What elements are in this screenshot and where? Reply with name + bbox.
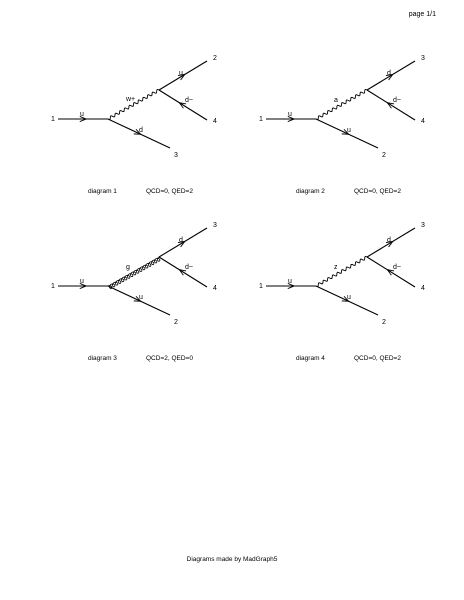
incoming-particle: u [80,278,84,285]
outgoing-line-a [366,60,416,91]
outgoing-arrow-lower [133,128,142,135]
outgoing-number-a: 3 [421,222,425,229]
outgoing-line-b [366,256,416,288]
outgoing-arrow-a [385,73,394,81]
outgoing-number-a: 3 [213,222,217,229]
outgoing-line-a [366,227,416,258]
outgoing-particle-lower: u [347,127,351,134]
boson-propagator [107,88,160,121]
incoming-number: 1 [51,283,55,290]
coupling-orders: QCD=0, QED=2 [146,188,193,195]
outgoing-line-b [158,256,208,288]
gluon-propagator [107,256,161,289]
outgoing-particle-a: d [387,237,391,244]
outgoing-arrow-lower [341,128,350,135]
outgoing-line-lower [107,285,171,316]
outgoing-arrow-lower [341,295,350,302]
outgoing-number-b: 4 [213,118,217,125]
outgoing-arrow-b [386,102,395,109]
outgoing-number-b: 4 [421,118,425,125]
outgoing-arrow-a [385,240,394,248]
outgoing-particle-lower: u [139,294,143,301]
diagram-2: 1 u a 3 d 4 d~ 2 u diagram 2 QCD=0, QED=2 [259,55,425,195]
coupling-orders: QCD=2, QED=0 [146,355,193,362]
incoming-number: 1 [259,116,263,123]
diagram-3: 1 u g 3 d 4 d~ 2 u diagram 3 QCD=2, QED=0 [51,222,217,362]
outgoing-arrow-a [177,240,186,248]
propagator-label: w+ [125,96,135,103]
page-number: page 1/1 [408,11,436,18]
incoming-arrow [79,116,88,122]
outgoing-line-lower [107,118,171,149]
diagram-1: 1 u w+ 2 u 4 d~ 3 d diagram 1 QCD=0, QED=2 [51,55,217,195]
outgoing-particle-a: d [387,70,391,77]
outgoing-line-a [158,227,208,258]
outgoing-particle-b: d~ [393,97,401,104]
propagator-label: a [334,97,338,104]
outgoing-number-b: 4 [213,285,217,292]
incoming-particle: u [80,111,84,118]
diagram-caption: diagram 1 [88,188,117,195]
outgoing-number-lower: 3 [174,152,178,159]
outgoing-particle-lower: u [347,294,351,301]
outgoing-particle-b: d~ [185,264,193,271]
outgoing-number-lower: 2 [382,152,386,159]
outgoing-line-a [158,60,208,91]
outgoing-particle-a: d [179,237,183,244]
outgoing-number-a: 2 [213,55,217,62]
outgoing-particle-lower: d [139,127,143,134]
outgoing-arrow-lower [133,295,142,302]
propagator-label: z [334,264,338,271]
diagram-caption: diagram 2 [296,188,325,195]
incoming-number: 1 [51,116,55,123]
propagator-label: g [126,264,130,271]
diagram-4: 1 u z 3 d 4 d~ 2 u diagram 4 QCD=0, QED=2 [259,222,425,362]
incoming-number: 1 [259,283,263,290]
outgoing-line-lower [315,118,379,149]
outgoing-line-b [158,89,208,121]
incoming-particle: u [288,278,292,285]
footer-credit: Diagrams made by MadGraph5 [186,556,278,563]
outgoing-particle-b: d~ [185,97,193,104]
outgoing-number-lower: 2 [382,319,386,326]
coupling-orders: QCD=0, QED=2 [354,355,401,362]
outgoing-arrow-a [177,73,186,81]
outgoing-line-b [366,89,416,121]
outgoing-number-b: 4 [421,285,425,292]
incoming-arrow [79,283,88,289]
boson-propagator [315,88,368,121]
incoming-particle: u [288,111,292,118]
outgoing-line-lower [315,285,379,316]
outgoing-arrow-b [178,102,187,109]
incoming-arrow [287,283,296,289]
incoming-arrow [287,116,296,122]
boson-propagator [315,255,368,288]
outgoing-particle-a: u [179,70,183,77]
outgoing-particle-b: d~ [393,264,401,271]
outgoing-arrow-b [178,269,187,276]
outgoing-arrow-b [386,269,395,276]
outgoing-number-a: 3 [421,55,425,62]
diagram-caption: diagram 3 [88,355,117,362]
coupling-orders: QCD=0, QED=2 [354,188,401,195]
outgoing-number-lower: 2 [174,319,178,326]
diagram-caption: diagram 4 [296,355,325,362]
